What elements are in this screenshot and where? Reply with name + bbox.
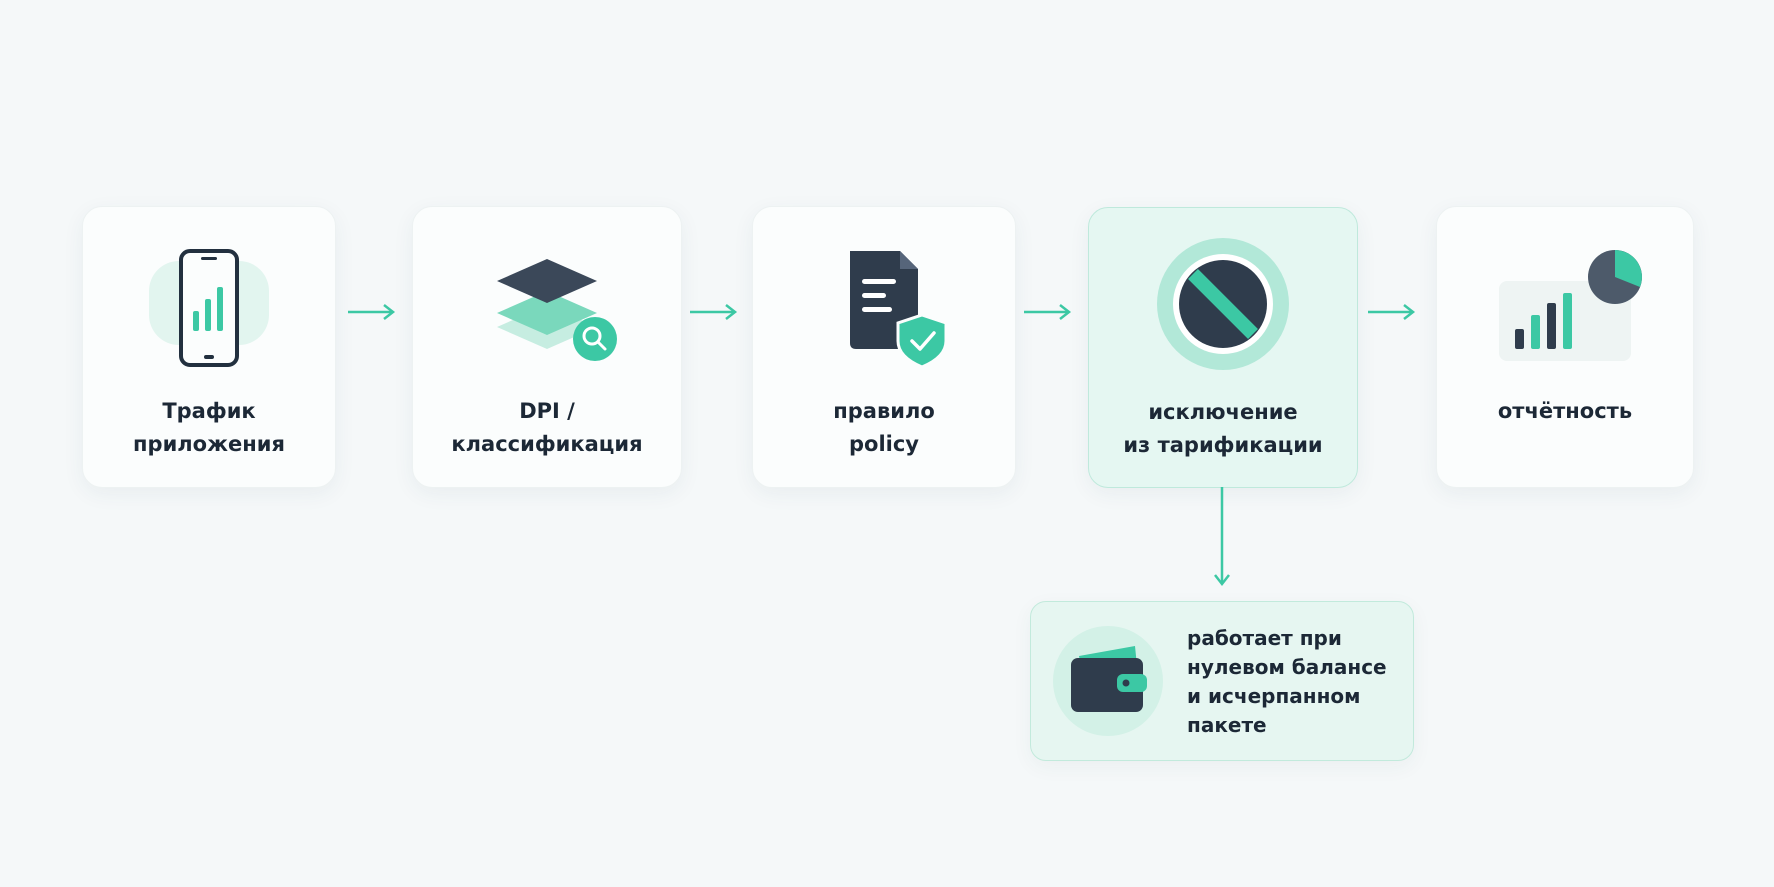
smartphone-chart-icon bbox=[149, 249, 269, 367]
arrow-4-icon bbox=[1368, 304, 1416, 320]
arrow-down-icon bbox=[1214, 487, 1230, 587]
document-shield-icon bbox=[850, 251, 948, 369]
step-label-reporting: отчётность bbox=[1497, 399, 1633, 423]
step-card-reporting: отчётность bbox=[1436, 206, 1694, 488]
step-label-exclusion: исключение из тарификации bbox=[1123, 400, 1323, 457]
step-card-exclusion: исключение из тарификации bbox=[1088, 207, 1358, 488]
step-card-dpi: DPI / классификация bbox=[412, 206, 682, 488]
layers-search-icon bbox=[497, 259, 617, 361]
step-label-policy: правило policy bbox=[833, 399, 935, 456]
step-label-dpi: DPI / классификация bbox=[451, 399, 643, 456]
arrow-3-icon bbox=[1024, 304, 1072, 320]
arrow-2-icon bbox=[690, 304, 738, 320]
bar-pie-chart-icon bbox=[1499, 250, 1642, 361]
step-label-app-traffic: Трафик приложения bbox=[133, 399, 285, 456]
step-card-app-traffic: Трафик приложения bbox=[82, 206, 336, 488]
step-card-policy: правило policy bbox=[752, 206, 1016, 488]
note-card-zero-balance: работает при нулевом балансе и исчерпанн… bbox=[1030, 601, 1414, 761]
no-entry-icon bbox=[1157, 238, 1289, 370]
note-label: работает при нулевом балансе и исчерпанн… bbox=[1187, 626, 1387, 737]
wallet-icon bbox=[1053, 626, 1163, 736]
arrow-1-icon bbox=[348, 304, 396, 320]
